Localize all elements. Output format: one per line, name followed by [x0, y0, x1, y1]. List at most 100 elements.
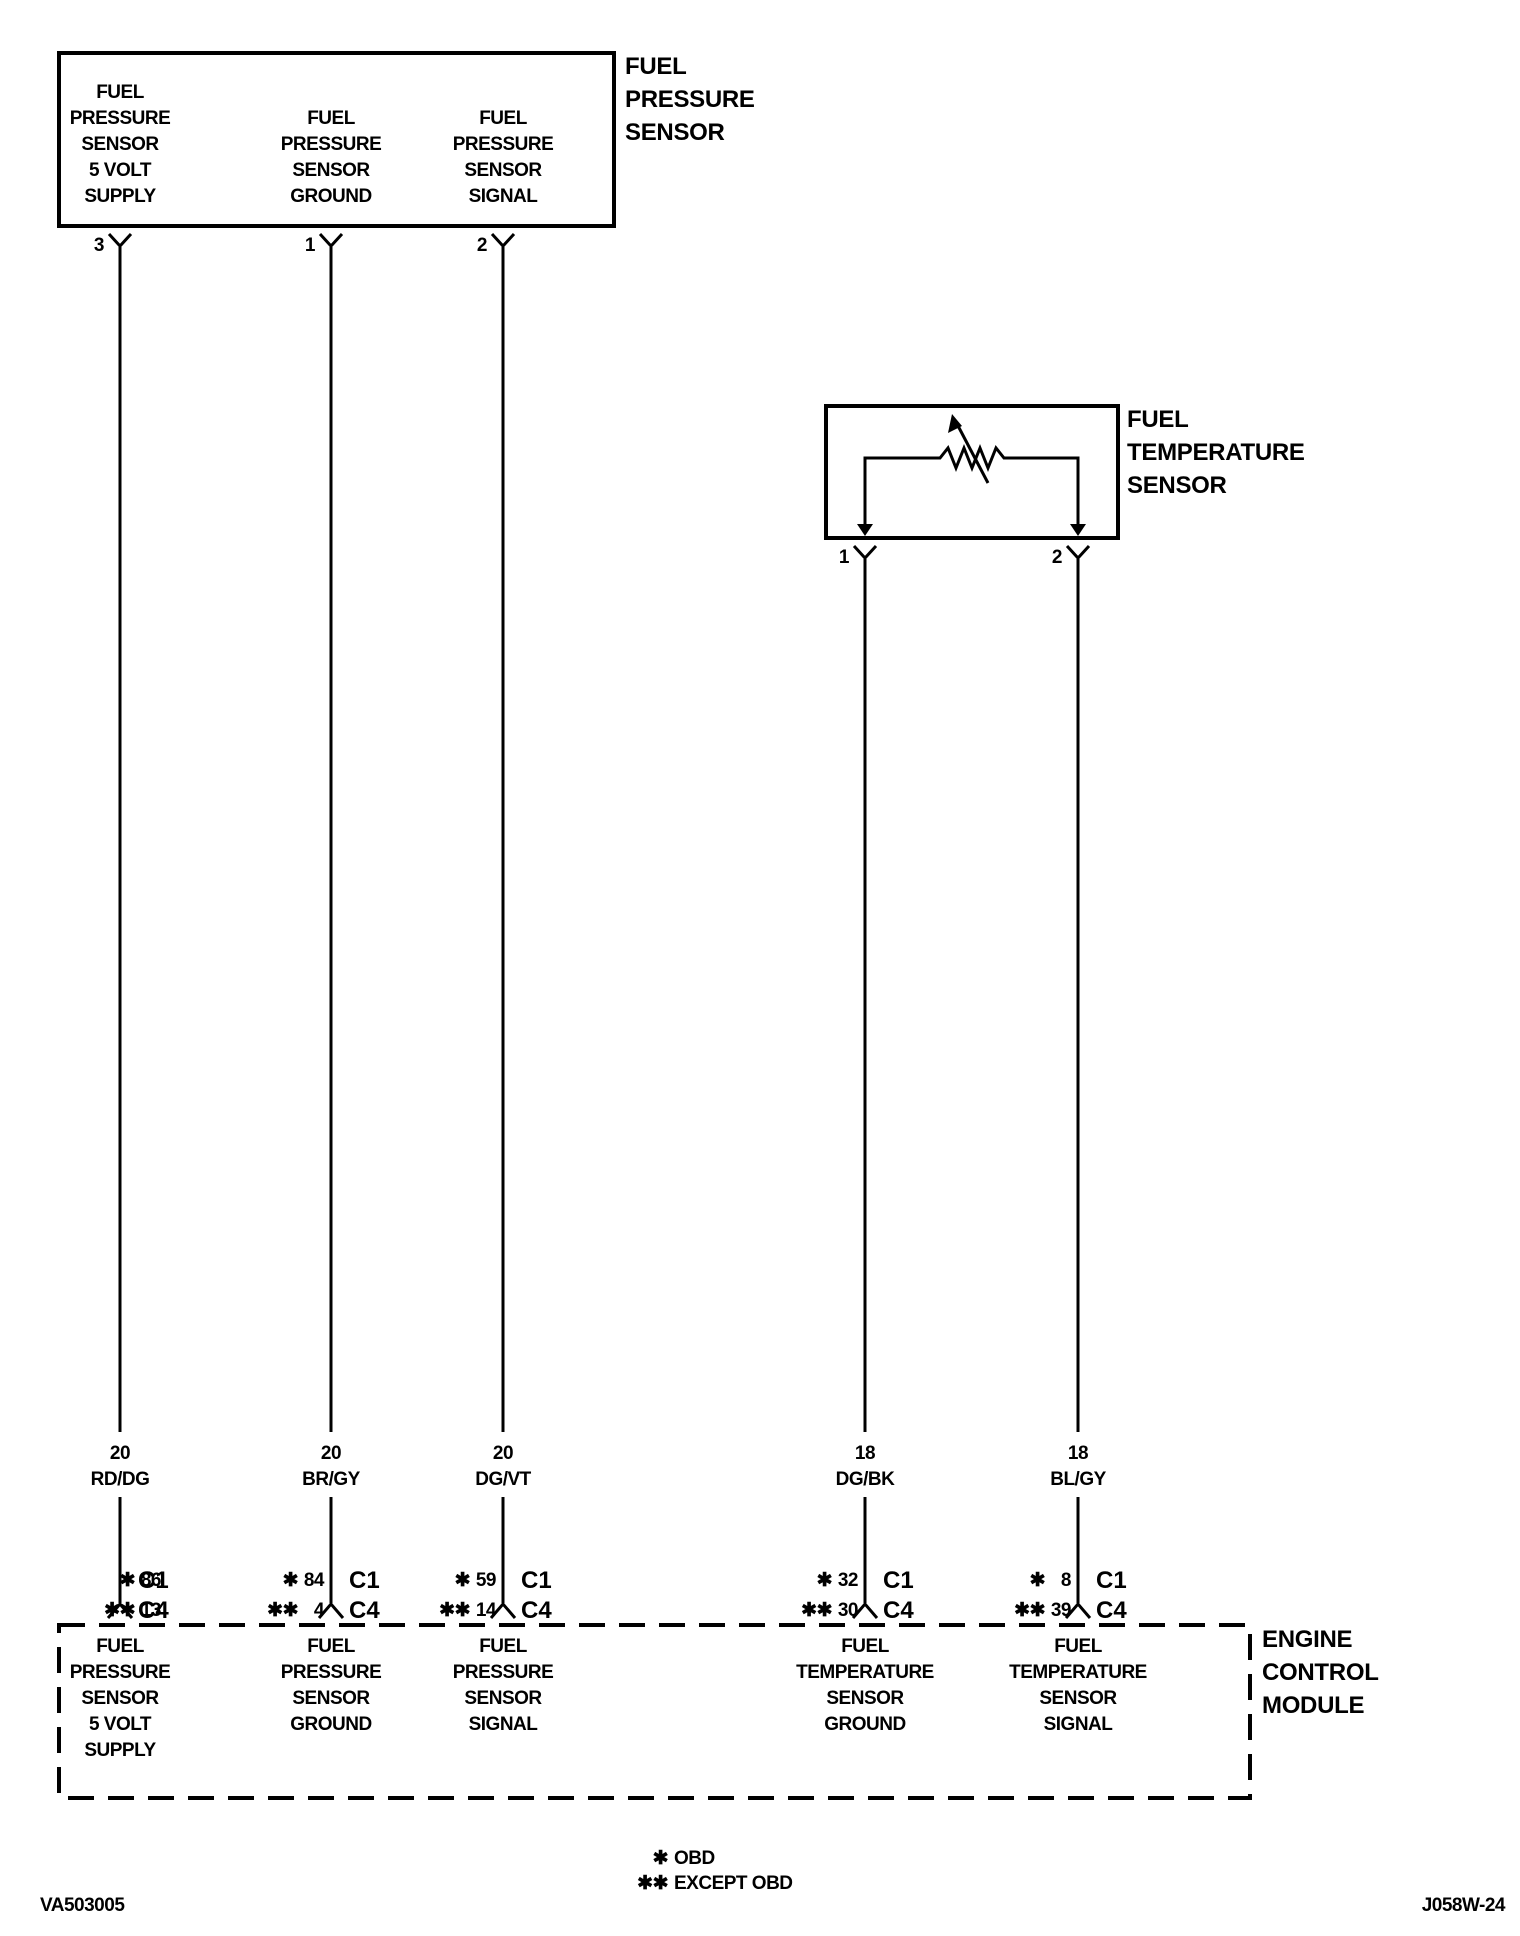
- ecm-connector-c1-label: C1: [521, 1567, 552, 1594]
- ecm-pin-label-line: FUEL: [1054, 1636, 1103, 1657]
- wire-color-label: RD/DG: [91, 1469, 150, 1490]
- fuel-pressure-sensor-title-line: SENSOR: [625, 119, 725, 146]
- ecm-connector-c1-label: C1: [1096, 1567, 1127, 1594]
- ecm-connector-arrow: [317, 1601, 345, 1619]
- legend-except-obd-marker: ✱✱: [637, 1873, 668, 1894]
- ecm-connector-c1-label: C1: [883, 1567, 914, 1594]
- ecm-connector-arrow: [851, 1601, 879, 1619]
- ecm-connector-c4-label: C4: [883, 1597, 914, 1624]
- fuel-pressure-sensor-pin-label-line: SENSOR: [292, 160, 370, 181]
- obd-marker: ✱: [455, 1570, 471, 1591]
- fuel-pressure-sensor-pin-number: 2: [477, 235, 487, 256]
- wire-gauge-label: 20: [493, 1443, 513, 1464]
- ecm-except-obd-pin-number: 14: [476, 1600, 497, 1621]
- engine-control-module-pins: FUEL PRESSURE SENSOR 5 VOLT SUPPLY FUEL PRESSU…: [70, 1636, 1148, 1761]
- engine-control-module-box: [57, 1623, 1252, 1800]
- wire-color-label: BR/GY: [302, 1469, 361, 1490]
- fuel-temperature-sensor-connector-arrow: [1065, 544, 1091, 561]
- ecm-pin-label-line: SUPPLY: [84, 1740, 156, 1761]
- fuel-pressure-sensor-pin-label-line: 5 VOLT: [89, 160, 152, 181]
- ecm-pin-label-line: GROUND: [290, 1714, 371, 1735]
- except-obd-marker: ✱✱: [439, 1600, 470, 1621]
- ecm-pin-label-line: TEMPERATURE: [796, 1662, 934, 1683]
- ecm-pin-label-line: FUEL: [841, 1636, 890, 1657]
- ecm-connector-arrow: [489, 1601, 517, 1619]
- obd-marker: ✱: [817, 1570, 833, 1591]
- ecm-pin-label-line: PRESSURE: [453, 1662, 554, 1683]
- engine-control-module-title: ENGINE CONTROL MODULE: [1262, 1626, 1379, 1719]
- ecm-pin-label-line: SIGNAL: [469, 1714, 539, 1735]
- ecm-connector-arrow: [106, 1601, 134, 1619]
- fuel-pressure-sensor-connector-arrow: [490, 232, 516, 249]
- except-obd-marker: ✱✱: [1014, 1600, 1045, 1621]
- except-obd-marker: ✱✱: [801, 1600, 832, 1621]
- except-obd-marker: ✱✱: [267, 1600, 298, 1621]
- wire-gauge-label: 18: [1068, 1443, 1088, 1464]
- ecm-connector-c1-label: C1: [138, 1567, 169, 1594]
- fuel-pressure-sensor-pin-label-line: PRESSURE: [70, 108, 171, 129]
- legend-obd-text: OBD: [674, 1848, 715, 1869]
- ecm-pin-label-line: SENSOR: [81, 1688, 159, 1709]
- fuel-pressure-sensor-pin-label-line: SIGNAL: [469, 186, 539, 207]
- engine-control-module-title-line: ENGINE: [1262, 1626, 1353, 1653]
- ecm-connector-c4-label: C4: [1096, 1597, 1127, 1624]
- engine-control-module-title-line: CONTROL: [1262, 1659, 1379, 1686]
- ecm-obd-pin-number: 86: [141, 1570, 161, 1591]
- ecm-obd-pin-number: 8: [1061, 1570, 1071, 1591]
- fuel-pressure-sensor-pin-label-line: FUEL: [479, 108, 528, 129]
- ecm-pin-label-line: FUEL: [96, 1636, 145, 1657]
- fuel-pressure-sensor-box: [57, 51, 616, 228]
- ecm-except-obd-pin-number: 30: [838, 1600, 858, 1621]
- except-obd-marker: ✱✱: [104, 1600, 135, 1621]
- fuel-pressure-sensor-pin-label-line: FUEL: [96, 82, 145, 103]
- ecm-pin-label-line: SENSOR: [826, 1688, 904, 1709]
- thermistor-left-arrow: [857, 524, 873, 536]
- footer-right-id: J058W-24: [1422, 1895, 1506, 1916]
- ecm-pin-label-line: TEMPERATURE: [1009, 1662, 1147, 1683]
- thermistor-right-arrow: [1070, 524, 1086, 536]
- footer-left-id: VA503005: [40, 1895, 125, 1916]
- thermistor-symbol: [857, 414, 1086, 536]
- fuel-pressure-sensor-pin-label-line: SENSOR: [464, 160, 542, 181]
- fuel-temperature-sensor-title-line: FUEL: [1127, 406, 1188, 433]
- fuel-pressure-sensor-pin-label-line: SUPPLY: [84, 186, 156, 207]
- ecm-obd-pin-number: 32: [838, 1570, 858, 1591]
- ecm-except-obd-pin-number: 39: [1051, 1600, 1071, 1621]
- fuel-pressure-sensor-pin-number: 3: [94, 235, 104, 256]
- ecm-pin-label-line: 5 VOLT: [89, 1714, 152, 1735]
- fuel-pressure-sensor-pin-number: 1: [305, 235, 316, 256]
- obd-marker: ✱: [120, 1570, 136, 1591]
- ecm-pin-label-line: GROUND: [824, 1714, 905, 1735]
- thermistor-circuit-line: [863, 443, 1080, 527]
- legend: ✱ OBD ✱✱ EXCEPT OBD: [637, 1848, 793, 1894]
- fuel-pressure-sensor-pin-label-line: PRESSURE: [281, 134, 382, 155]
- wire-circuits: 20RD/DG✱86✱✱13C1C420BR/GY✱84✱✱4C1C420DG/…: [91, 247, 1127, 1624]
- fuel-pressure-sensor-pin-label-line: GROUND: [290, 186, 371, 207]
- obd-marker: ✱: [1030, 1570, 1046, 1591]
- fuel-pressure-sensor-title-line: PRESSURE: [625, 86, 755, 113]
- fuel-pressure-sensor-pin-label-line: PRESSURE: [453, 134, 554, 155]
- fuel-temperature-sensor-box: [824, 404, 1120, 540]
- ecm-pin-label-line: FUEL: [307, 1636, 356, 1657]
- ecm-pin-label-line: PRESSURE: [281, 1662, 382, 1683]
- ecm-obd-pin-number: 59: [476, 1570, 496, 1591]
- engine-control-module-title-line: MODULE: [1262, 1692, 1364, 1719]
- fuel-pressure-sensor-connector-arrow: [318, 232, 344, 249]
- wire-color-label: DG/BK: [836, 1469, 896, 1490]
- legend-except-obd-text: EXCEPT OBD: [674, 1873, 793, 1894]
- ecm-connector-c4-label: C4: [349, 1597, 380, 1624]
- ecm-pin-label-line: SENSOR: [292, 1688, 370, 1709]
- ecm-except-obd-pin-number: 13: [141, 1600, 161, 1621]
- ecm-pin-label-line: SENSOR: [464, 1688, 542, 1709]
- obd-marker: ✱: [283, 1570, 299, 1591]
- fuel-pressure-sensor-connector-arrow: [107, 232, 133, 249]
- ecm-connector-c4-label: C4: [138, 1597, 169, 1624]
- ecm-except-obd-pin-number: 4: [314, 1600, 325, 1621]
- wire-gauge-label: 20: [110, 1443, 130, 1464]
- fuel-pressure-sensor-pin-label-line: SENSOR: [81, 134, 159, 155]
- ecm-pin-label-line: SIGNAL: [1044, 1714, 1114, 1735]
- ecm-connector-c4-label: C4: [521, 1597, 552, 1624]
